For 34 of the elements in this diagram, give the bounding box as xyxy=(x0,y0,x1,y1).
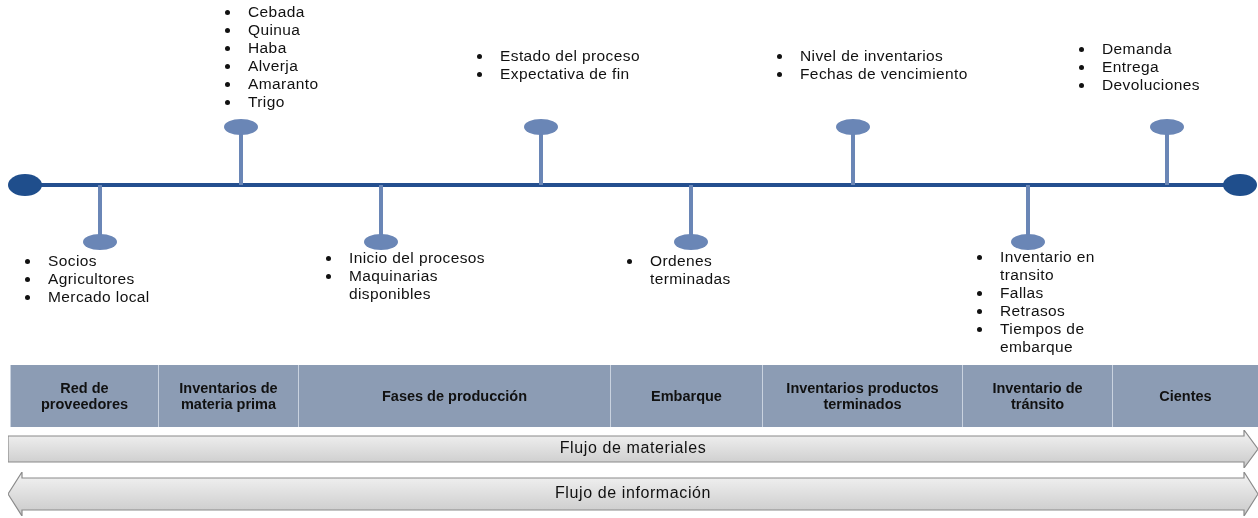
arrow-label: Flujo de materiales xyxy=(559,439,707,457)
bullet-item: Nivel de inventarios xyxy=(770,47,970,65)
bullet-item: Tiempos de embarque xyxy=(970,320,1140,356)
arrow-label: Flujo de información xyxy=(554,484,712,502)
bullet-item: Retrasos xyxy=(970,302,1140,320)
bullet-item: Cebada xyxy=(218,3,418,21)
bullet-item: Fallas xyxy=(970,284,1140,302)
bullet-item: Estado del proceso xyxy=(470,47,670,65)
bullet-item: Amaranto xyxy=(218,75,418,93)
stage-box: Inventarios productos terminados xyxy=(762,365,962,427)
bullet-item: Demanda xyxy=(1072,40,1258,58)
stage-box: Embarque xyxy=(610,365,762,427)
stage-box: Inventario de tránsito xyxy=(962,365,1112,427)
bullet-item: Expectativa de fin xyxy=(470,65,670,83)
bullet-item: Inventario en transito xyxy=(970,248,1140,284)
bullet-item: Alverja xyxy=(218,57,418,75)
flow-arrow xyxy=(8,472,1258,516)
bullet-item: Devoluciones xyxy=(1072,76,1258,94)
bullet-item: Quinua xyxy=(218,21,418,39)
bullet-item: Maquinarias disponibles xyxy=(319,267,489,303)
stage-box: Fases de producción xyxy=(298,365,610,427)
bullet-item: Socios xyxy=(18,252,188,270)
bullet-item: Entrega xyxy=(1072,58,1258,76)
bullet-item: Haba xyxy=(218,39,418,57)
bullet-item: Trigo xyxy=(218,93,418,111)
stage-box: Cientes xyxy=(1112,365,1258,427)
stage-box: Red de proveedores xyxy=(10,365,158,427)
bullet-item: Ordenes terminadas xyxy=(620,252,790,288)
bullet-item: Agricultores xyxy=(18,270,188,288)
bullet-item: Fechas de vencimiento xyxy=(770,65,970,83)
bullet-item: Mercado local xyxy=(18,288,188,306)
flow-arrow xyxy=(8,430,1258,468)
bullet-item: Inicio del procesos xyxy=(319,249,489,267)
stage-box: Inventarios de materia prima xyxy=(158,365,298,427)
